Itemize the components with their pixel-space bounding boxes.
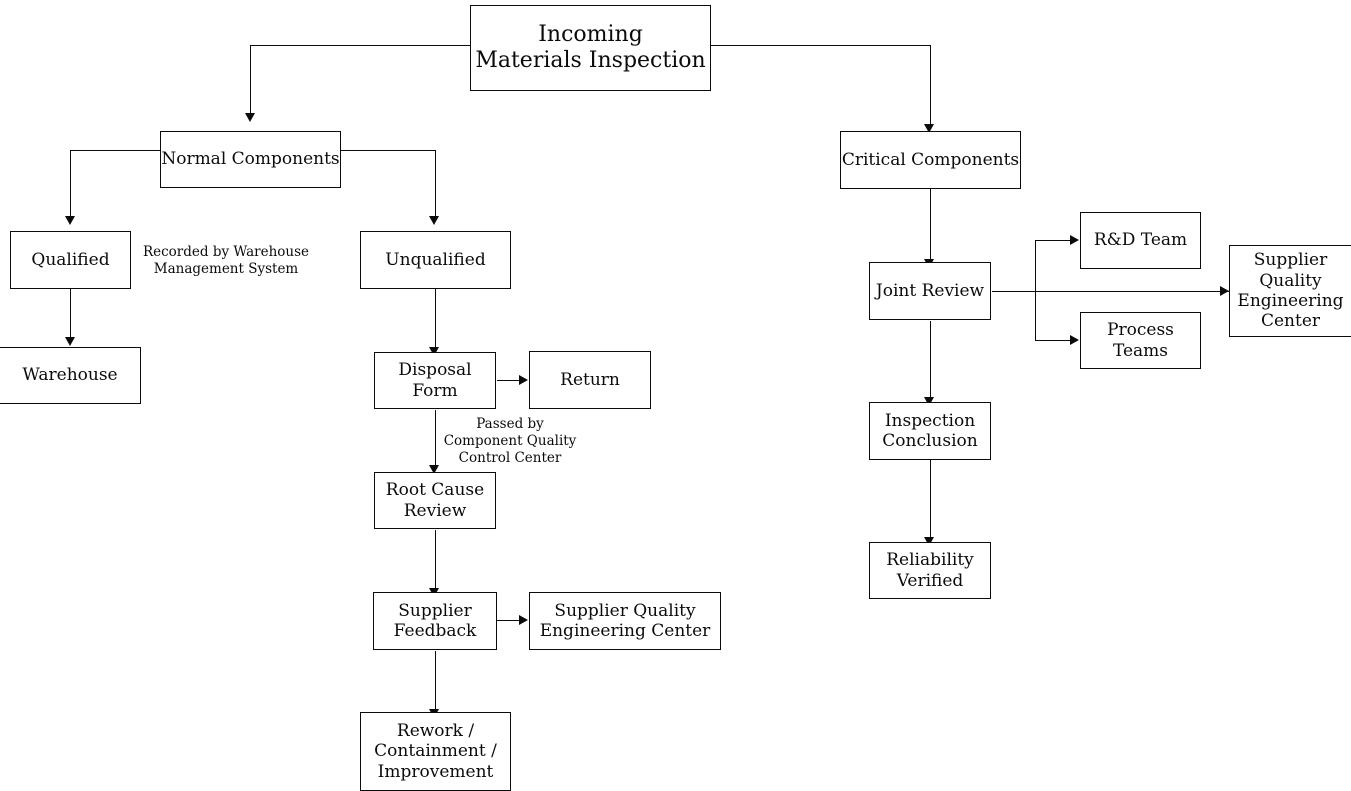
node-label-supplier-feedback: Supplier Feedback	[393, 600, 477, 641]
edge-supplier-feedback-to-rework	[434, 651, 436, 711]
arrowhead-disposal-form	[429, 347, 439, 356]
node-label-rd-team: R&D Team	[1093, 230, 1188, 251]
node-label-warehouse: Warehouse	[22, 365, 118, 386]
arrowhead-rd-team	[1070, 235, 1079, 245]
node-inspection-conclusion[interactable]: Inspection Conclusion	[869, 402, 991, 460]
edge-inspection-conclusion-to-reliability-verified	[929, 460, 931, 539]
node-critical-components[interactable]: Critical Components	[840, 131, 1021, 189]
edge-joint-review-to-inspection-conclusion	[929, 321, 931, 399]
node-disposal-form[interactable]: Disposal Form	[374, 352, 496, 409]
arrowhead-critical-components	[924, 124, 934, 133]
node-unqualified[interactable]: Unqualified	[360, 231, 511, 289]
annotation-warehouse-note: Recorded by Warehouse Management System	[142, 244, 310, 277]
arrowhead-sqec-right	[1220, 286, 1229, 296]
node-label-disposal-form: Disposal Form	[398, 360, 472, 401]
node-label-inspection-conclusion: Inspection Conclusion	[882, 410, 978, 451]
annotation-disposal-note: Passed by Component Quality Control Cent…	[443, 416, 577, 466]
edge-disposal-form-to-return	[497, 380, 521, 382]
node-rd-team[interactable]: R&D Team	[1080, 212, 1201, 269]
edge-normal-to-qualified-vertical	[70, 150, 72, 218]
edge-qualified-to-warehouse	[70, 289, 72, 339]
node-label-return: Return	[560, 369, 620, 390]
node-normal-components[interactable]: Normal Components	[160, 131, 341, 188]
edge-supplier-feedback-to-sqec	[497, 620, 521, 622]
arrowhead-normal-components	[244, 113, 255, 122]
edge-critical-to-joint-review	[929, 189, 931, 261]
edge-joint-review-to-process-teams-horizontal	[1034, 340, 1072, 342]
node-label-critical-components: Critical Components	[841, 149, 1020, 170]
node-label-sqec-mid: Supplier Quality Engineering Center	[539, 600, 711, 641]
edge-normal-to-unqualified-vertical	[434, 150, 436, 218]
node-label-normal-components: Normal Components	[161, 149, 340, 170]
edge-incoming-to-normal-horizontal	[250, 45, 471, 47]
arrowhead-return	[519, 375, 528, 385]
edge-joint-review-bus-horizontal	[992, 291, 1229, 293]
node-label-process-teams: Process Teams	[1107, 320, 1174, 361]
edge-disposal-form-to-root-cause-review	[434, 410, 436, 467]
edge-incoming-to-critical-horizontal	[710, 45, 931, 47]
edge-joint-review-to-rd-team-vertical	[1034, 240, 1036, 292]
node-qualified[interactable]: Qualified	[10, 231, 131, 289]
node-supplier-feedback[interactable]: Supplier Feedback	[373, 592, 497, 650]
edge-joint-review-to-process-teams-vertical	[1034, 291, 1036, 341]
node-joint-review[interactable]: Joint Review	[869, 262, 991, 320]
edge-joint-review-to-rd-team-horizontal	[1034, 240, 1072, 242]
arrowhead-qualified	[64, 216, 75, 225]
arrowhead-inspection-conclusion	[924, 397, 934, 406]
node-return[interactable]: Return	[529, 351, 651, 409]
arrowhead-root-cause-review	[429, 465, 439, 474]
arrowhead-unqualified	[429, 216, 439, 225]
node-incoming-materials-inspection[interactable]: Incoming Materials Inspection	[470, 5, 711, 91]
node-label-joint-review: Joint Review	[875, 280, 985, 301]
node-process-teams[interactable]: Process Teams	[1080, 312, 1201, 369]
edge-incoming-to-normal-vertical	[250, 45, 252, 115]
node-label-unqualified: Unqualified	[385, 249, 486, 270]
node-root-cause-review[interactable]: Root Cause Review	[374, 472, 496, 529]
node-rework-containment-improvement[interactable]: Rework / Containment / Improvement	[360, 712, 511, 791]
arrowhead-warehouse	[64, 337, 75, 346]
edge-normal-to-qualified-horizontal	[70, 150, 161, 152]
node-label-incoming-materials-inspection: Incoming Materials Inspection	[475, 21, 706, 73]
node-reliability-verified[interactable]: Reliability Verified	[869, 542, 991, 599]
node-supplier-quality-engineering-center-mid[interactable]: Supplier Quality Engineering Center	[529, 592, 721, 650]
node-label-reliability-verified: Reliability Verified	[886, 550, 974, 591]
node-warehouse[interactable]: Warehouse	[0, 347, 141, 404]
node-supplier-quality-engineering-center-right[interactable]: Supplier Quality Engineering Center	[1229, 245, 1351, 337]
edge-normal-to-unqualified-horizontal	[340, 150, 436, 152]
node-label-root-cause-review: Root Cause Review	[385, 480, 485, 521]
node-label-rework-containment-improvement: Rework / Containment / Improvement	[374, 720, 497, 782]
edge-incoming-to-critical-vertical	[929, 45, 931, 127]
arrowhead-sqec-mid	[519, 615, 528, 625]
edge-root-cause-review-to-supplier-feedback	[434, 530, 436, 590]
node-label-sqec-right: Supplier Quality Engineering Center	[1237, 250, 1344, 332]
node-label-qualified: Qualified	[31, 249, 110, 270]
edge-unqualified-to-disposal-form	[434, 289, 436, 349]
arrowhead-reliability-verified	[924, 537, 934, 546]
arrowhead-process-teams	[1070, 335, 1079, 345]
